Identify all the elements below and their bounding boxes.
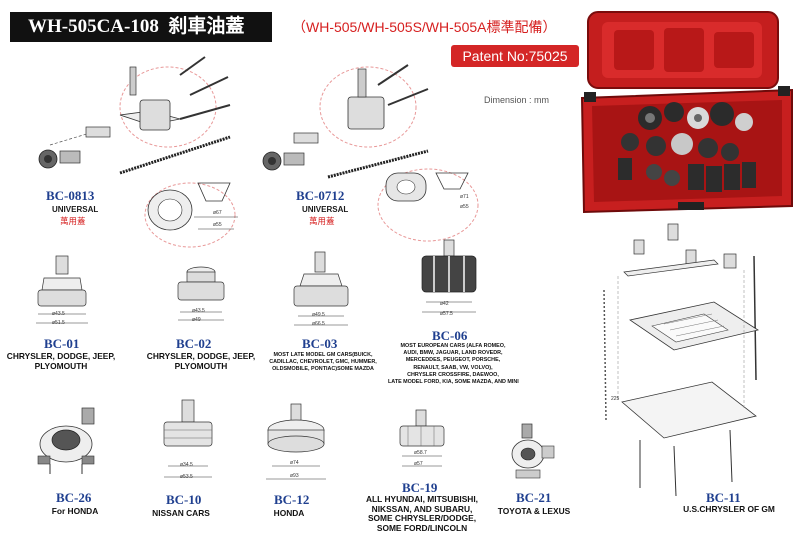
bc-06-desc-line: MOST EUROPEAN CARS (ALFA ROMEO, (400, 343, 506, 349)
bc-03-desc-line: CADILLAC, CHEVROLET, GMC, HUMMER, (269, 359, 377, 366)
bc-0712-dim-a: ø71 (460, 194, 469, 200)
bc-10-dim-b: ø53.5 (180, 474, 193, 480)
bc-0813-label: UNIVERSAL (52, 205, 99, 214)
bc-26-code: BC-26 (56, 490, 92, 505)
bc-21-code: BC-21 (516, 490, 552, 505)
bc-06-desc-line: RENAULT, SAAB, VW, VOLVO), (413, 364, 493, 371)
bc-19-dim-b: ø57 (414, 461, 423, 467)
bc-03-desc-line: OLDSMOBILE, PONTIAC)SOME MAZDA (272, 366, 374, 373)
bc-01-desc-line: PLYOMOUTH (34, 360, 88, 371)
bc-10-desc: NISSAN CARS (126, 508, 236, 519)
bc-10-code: BC-10 (166, 492, 202, 507)
bc-02-dim-a: ø43.5 (192, 308, 205, 314)
bc-19-desc-line: ALL HYUNDAI, MITSUBISHI, (366, 494, 478, 504)
bc-0712-label-cn: 萬用蓋 (309, 216, 335, 226)
bc-0813-exploded-drawing (38, 56, 238, 248)
bc-06-dim-b: ø57.5 (440, 311, 453, 317)
bc-0712-label: UNIVERSAL (302, 205, 349, 214)
bc-03-code: BC-03 (302, 336, 338, 351)
bc-02-desc-line: PLYOMOUTH (174, 360, 228, 371)
bc-01-dim-b: ø51.5 (52, 320, 65, 326)
bc-03-dim-a: ø49.5 (312, 312, 325, 318)
bc-01-desc: CHRYSLER, DODGE, JEEP, PLYOMOUTH (6, 351, 116, 371)
bc-11-dim: 225 (611, 396, 620, 402)
bc-0813-label-cn: 萬用蓋 (60, 216, 86, 226)
bc-19-code: BC-19 (402, 480, 438, 495)
bc-12-dim-b: ø93 (290, 473, 299, 479)
bc-19-adapter-drawing (399, 409, 445, 467)
bc-21-desc: TOYOTA & LEXUS (484, 506, 584, 517)
bc-19-dim-a: ø58.7 (414, 450, 427, 456)
model-name-cn: 刹車油蓋 (168, 16, 245, 37)
bc-12-desc-line: HONDA (273, 508, 305, 518)
bc-19-desc-line: SOME CHRYSLER/DODGE, (367, 513, 477, 523)
patent-badge: Patent No:75025 (451, 45, 579, 67)
bc-0813-code: BC-0813 (46, 188, 95, 203)
model-number: WH-505CA-108 (28, 16, 159, 37)
bc-11-code: BC-11 (706, 490, 741, 505)
bc-06-desc-line: MERCEDDES, PEUGEOT, PORSCHE, (405, 357, 501, 364)
bc-0813-dim-a: ø67 (213, 210, 222, 216)
bc-01-dim-a: ø43.5 (52, 311, 65, 317)
bc-21-desc-line: TOYOTA & LEXUS (497, 506, 571, 516)
bc-0813-dim-b: ø55 (213, 222, 222, 228)
model-title: WH-505CA-108 刹車油蓋 (10, 12, 272, 42)
bc-03-adapter-drawing (293, 251, 349, 326)
bc-06-desc-line: AUDI, BMW, JAGUAR, LAND ROVEDR, (403, 350, 503, 357)
bc-19-desc-line: SOME FORD/LINCOLN (376, 522, 468, 533)
bc-12-code: BC-12 (274, 492, 310, 507)
bc-02-dim-b: ø49 (192, 317, 201, 323)
bc-26-desc: For HONDA (20, 506, 130, 517)
bc-06-desc: MOST EUROPEAN CARS (ALFA ROMEO, AUDI, BM… (388, 343, 519, 386)
bc-10-adapter-drawing (163, 399, 213, 478)
bc-26-adapter-drawing (37, 407, 95, 474)
bc-0712-code: BC-0712 (296, 188, 345, 203)
subtitle: （WH-505/WH-505S/WH-505A標準配備） (292, 19, 557, 35)
bc-06-adapter-drawing (421, 239, 477, 313)
bc-0712-exploded-drawing (262, 64, 479, 242)
bc-06-dim-a: ø42 (440, 301, 449, 307)
bc-12-dim-a: ø74 (290, 460, 299, 466)
bc-02-desc: CHRYSLER, DODGE, JEEP, PLYOMOUTH (146, 351, 256, 371)
bc-10-dim-a: ø34.5 (180, 462, 193, 468)
bc-03-desc: MOST LATE MODEL GM CARS(BUICK, CADILLAC,… (268, 352, 378, 374)
bc-01-desc-line: CHRYSLER, DODGE, JEEP, (6, 351, 116, 361)
bc-10-desc-line: NISSAN CARS (152, 508, 210, 518)
bc-0712-dim-b: ø55 (460, 204, 469, 210)
bc-06-desc-line: LATE MODEL FORD, KIA, SOME MAZDA, AND MI… (388, 379, 519, 386)
bc-11-exploded-drawing (603, 223, 760, 497)
tool-case-image (580, 11, 793, 214)
bc-02-adapter-drawing (177, 266, 225, 321)
bc-02-desc-line: CHRYSLER, DODGE, JEEP, (146, 351, 256, 361)
bc-21-adapter-drawing (511, 423, 555, 479)
bc-19-desc-line: NIKSSAN, AND SUBARU, (371, 503, 473, 514)
bc-12-adapter-drawing (266, 403, 326, 480)
bc-06-desc-line: CHRYSLER CROSSFIRE, DAEWOO, (407, 371, 499, 378)
bc-11-desc: U.S.CHRYSLER OF GM (683, 504, 775, 514)
bc-19-desc: ALL HYUNDAI, MITSUBISHI, NIKSSAN, AND SU… (362, 494, 482, 533)
bc-01-adapter-drawing (36, 255, 88, 324)
bc-12-desc: HONDA (234, 508, 344, 519)
dimension-note: Dimension : mm (484, 95, 550, 105)
bc-02-code: BC-02 (176, 336, 212, 351)
bc-26-desc-line: For HONDA (51, 506, 99, 516)
bc-03-desc-line: MOST LATE MODEL GM CARS(BUICK, (273, 352, 373, 358)
bc-06-code: BC-06 (432, 328, 468, 343)
bc-03-dim-b: ø66.5 (312, 321, 325, 327)
bc-01-code: BC-01 (44, 336, 80, 351)
